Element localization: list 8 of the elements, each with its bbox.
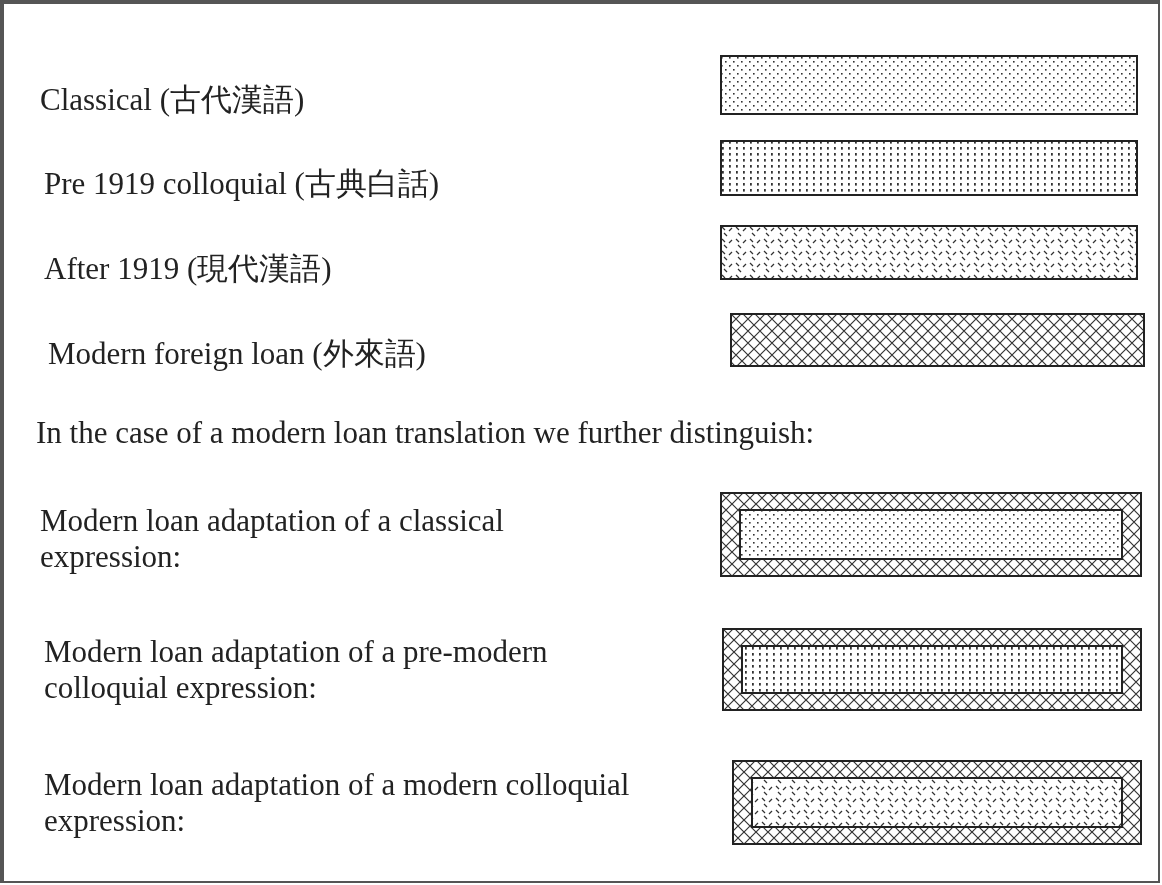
legend-label: Modern loan adaptation of a modern colloquial expression: bbox=[44, 767, 631, 839]
legend-label: Modern loan adaptation of a pre-modern colloquial expression: bbox=[44, 634, 549, 706]
legend-label: After 1919 (現代漢語) bbox=[44, 251, 333, 287]
note-text: In the case of a modern loan translation we further distinguish: bbox=[36, 415, 816, 451]
legend-label: Classical (古代漢語) bbox=[40, 82, 306, 118]
legend-label: Modern foreign loan (外來語) bbox=[48, 336, 427, 372]
legend-label: Modern loan adaptation of a classical expression: bbox=[40, 503, 505, 575]
legend-label: Pre 1919 colloquial (古典白話) bbox=[44, 166, 441, 202]
